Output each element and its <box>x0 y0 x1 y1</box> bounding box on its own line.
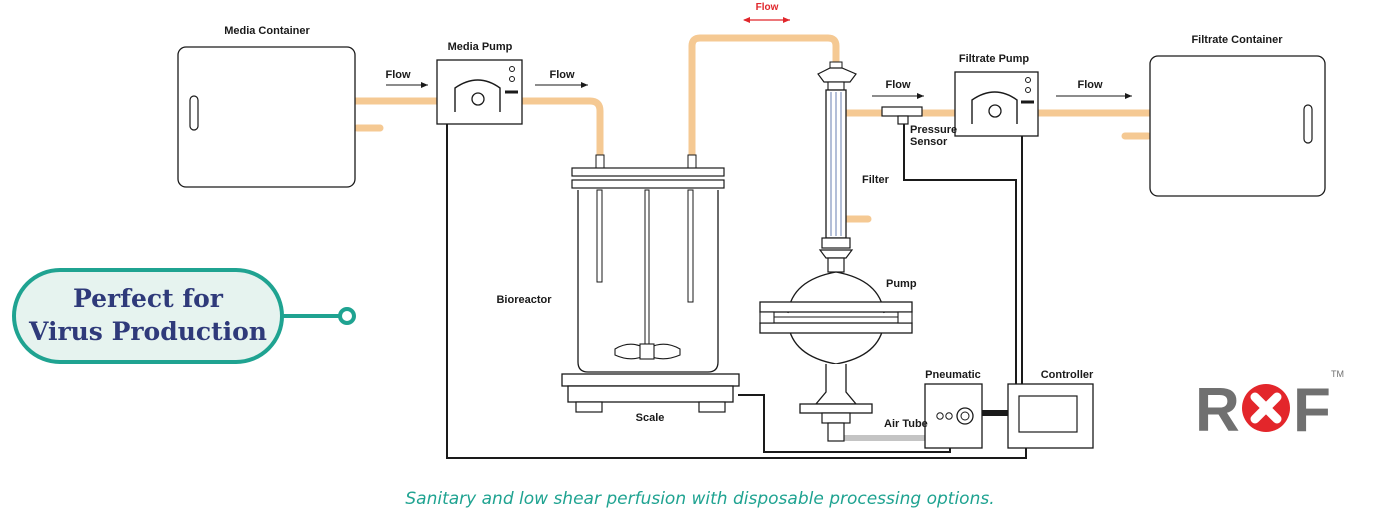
badge-connector-dot <box>338 307 356 325</box>
media-pump-label: Media Pump <box>448 41 513 53</box>
bioreactor-label: Bioreactor <box>496 294 552 306</box>
badge-line-1: Perfect for <box>73 284 224 313</box>
scale-wire <box>738 394 951 453</box>
media-pump-indicator <box>509 66 515 72</box>
harvest-tube <box>687 189 694 303</box>
sensor-label: Sensor <box>910 136 948 148</box>
recirc-line <box>688 34 840 159</box>
pressure-sensor <box>881 106 923 125</box>
tubing <box>351 34 1154 223</box>
media-container-label: Media Container <box>224 25 310 37</box>
diaphragm-pump <box>759 257 913 442</box>
scale-foot-left <box>575 401 603 413</box>
impeller-shaft <box>644 189 650 349</box>
flow-label-2: Flow <box>549 69 574 81</box>
controller-screen <box>1018 395 1078 433</box>
flow-top-label: Flow <box>756 2 779 13</box>
controller-unit <box>1007 383 1094 449</box>
media-line-2 <box>518 97 604 159</box>
filtrate-pump-label: Filtrate Pump <box>959 53 1030 65</box>
filter <box>817 61 857 259</box>
media-container <box>177 46 356 188</box>
pneumatic-label: Pneumatic <box>925 369 981 381</box>
sensor-wire <box>903 122 1017 388</box>
filtrate-container-label: Filtrate Container <box>1191 34 1283 46</box>
flow-label-1: Flow <box>385 69 410 81</box>
logo-trademark: TM <box>1331 369 1344 379</box>
logo-x-icon <box>1242 384 1290 432</box>
media-pump <box>436 59 523 125</box>
pressure-label: Pressure <box>910 124 957 136</box>
flow-label-4: Flow <box>1077 79 1102 91</box>
rof-logo: R F TM <box>1195 369 1344 445</box>
scale-label: Scale <box>636 412 665 424</box>
bioreactor-port-left <box>595 154 605 169</box>
filtrate-container <box>1149 55 1326 197</box>
impeller <box>614 343 681 360</box>
filtrate-container-handle <box>1303 104 1313 144</box>
bioreactor-port-right <box>687 154 697 169</box>
filter-label: Filter <box>862 174 890 186</box>
pneumatic-unit <box>924 383 983 449</box>
pneumatic-gauge <box>956 407 974 425</box>
media-container-handle <box>189 95 199 131</box>
logo-letter-right: F <box>1293 376 1331 445</box>
pump-label: Pump <box>886 278 917 290</box>
dip-tube <box>596 189 603 283</box>
badge-line-2: Virus Production <box>28 317 267 346</box>
filtrate-pump <box>954 71 1039 137</box>
bioreactor <box>571 154 725 373</box>
air-tube-label: Air Tube <box>884 418 928 430</box>
scale-foot-right <box>698 401 726 413</box>
controller-label: Controller <box>1041 369 1094 381</box>
flow-label-3: Flow <box>885 79 910 91</box>
scale <box>561 373 740 413</box>
caption: Sanitary and low shear perfusion with di… <box>405 489 994 509</box>
logo-letter-left: R <box>1195 376 1240 445</box>
virus-production-badge: Perfect for Virus Production <box>12 268 356 364</box>
